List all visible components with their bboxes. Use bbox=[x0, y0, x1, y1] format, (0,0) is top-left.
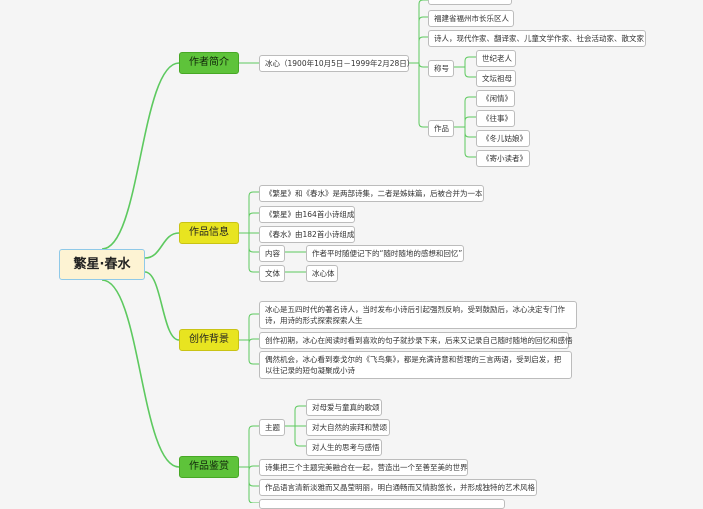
link-author-sub-0 bbox=[409, 0, 428, 64]
link-theme-2 bbox=[285, 425, 306, 447]
theme-node-3[interactable]: 对人生的思考与感悟 bbox=[306, 439, 382, 456]
link-appreciation-0 bbox=[239, 425, 259, 468]
link-workinfo-4 bbox=[239, 232, 259, 273]
link-root-work bbox=[144, 232, 180, 259]
author-titles-label[interactable]: 称号 bbox=[428, 60, 454, 77]
link-root-background bbox=[144, 271, 180, 341]
appreciation-clipped-node bbox=[259, 499, 505, 509]
work-info-node-1[interactable]: 《繁星》和《春水》是两部诗集，二者是姊妹篇，后被合并为一本 bbox=[259, 185, 484, 202]
work-node-2[interactable]: 《往事》 bbox=[476, 110, 515, 127]
theme-node-2[interactable]: 对大自然的崇拜和赞颂 bbox=[306, 419, 390, 436]
work-node-4[interactable]: 《寄小读者》 bbox=[476, 150, 530, 167]
branch-work-info[interactable]: 作品信息 bbox=[179, 222, 239, 244]
theme-label[interactable]: 主题 bbox=[259, 419, 285, 436]
link-theme-0 bbox=[285, 405, 306, 427]
branch-author-intro[interactable]: 作者简介 bbox=[179, 52, 239, 74]
link-title-0 bbox=[454, 56, 476, 68]
author-works-label[interactable]: 作品 bbox=[428, 120, 454, 137]
link-workinfo-0 bbox=[239, 191, 259, 234]
branch-background[interactable]: 创作背景 bbox=[179, 329, 239, 351]
link-work-0 bbox=[454, 96, 476, 128]
appreciation-node-1[interactable]: 诗集把三个主题完美融合在一起，营造出一个至善至美的世界 bbox=[259, 459, 468, 476]
work-style-value[interactable]: 冰心体 bbox=[306, 265, 338, 282]
work-info-node-3[interactable]: 《春水》由182首小诗组成 bbox=[259, 226, 355, 243]
branch-appreciation[interactable]: 作品鉴赏 bbox=[179, 456, 239, 478]
root-topic[interactable]: 繁星·春水 bbox=[59, 249, 145, 280]
work-info-node-2[interactable]: 《繁星》由164首小诗组成 bbox=[259, 206, 355, 223]
work-content-label[interactable]: 内容 bbox=[259, 245, 285, 262]
link-work-1 bbox=[454, 116, 476, 128]
link-workinfo-1 bbox=[239, 212, 259, 234]
link-background-0 bbox=[239, 313, 259, 341]
link-background-2 bbox=[239, 339, 259, 365]
title-node-1[interactable]: 世纪老人 bbox=[476, 50, 516, 67]
link-appreciation-3 bbox=[239, 466, 259, 503]
author-name-node[interactable]: 冰心（1900年10月5日－1999年2月28日） bbox=[259, 55, 414, 72]
link-author-sub-1 bbox=[409, 16, 428, 64]
author-clipped-node bbox=[428, 0, 512, 5]
work-content-value[interactable]: 作者平时随便记下的“随时随地的感想和回忆” bbox=[306, 245, 464, 262]
link-author-sub-4 bbox=[409, 62, 428, 128]
author-roles-node[interactable]: 诗人，现代作家、翻译家、儿童文学作家、社会活动家、散文家 bbox=[428, 30, 646, 47]
author-native-node[interactable]: 福建省福州市长乐区人 bbox=[428, 10, 514, 27]
link-root-appreciation bbox=[101, 279, 180, 468]
link-work-3 bbox=[454, 126, 476, 158]
work-node-1[interactable]: 《闲情》 bbox=[476, 90, 515, 107]
background-node-1[interactable]: 冰心是五四时代的著名诗人，当时发布小诗后引起强烈反响，受到鼓励后，冰心决定专门作… bbox=[259, 301, 577, 329]
theme-node-1[interactable]: 对母爱与童真的歌颂 bbox=[306, 399, 382, 416]
appreciation-node-2[interactable]: 作品语言清新淡雅而又晶莹明丽，明白通畅而又情韵悠长，并形成独特的艺术风格 bbox=[259, 479, 537, 496]
link-root-author bbox=[101, 62, 180, 250]
work-node-3[interactable]: 《冬儿姑娘》 bbox=[476, 130, 530, 147]
work-style-label[interactable]: 文体 bbox=[259, 265, 285, 282]
link-author-sub-2 bbox=[409, 36, 428, 64]
link-title-1 bbox=[454, 66, 476, 78]
background-node-3[interactable]: 偶然机会，冰心看到泰戈尔的《飞鸟集》，都是充满诗意和哲理的三言两语，受到启发，把… bbox=[259, 351, 572, 379]
background-node-2[interactable]: 创作初期，冰心在阅读时看到喜欢的句子就抄录下来，后来又记录自己随时随地的回忆和感… bbox=[259, 332, 573, 349]
title-node-2[interactable]: 文坛祖母 bbox=[476, 70, 516, 87]
